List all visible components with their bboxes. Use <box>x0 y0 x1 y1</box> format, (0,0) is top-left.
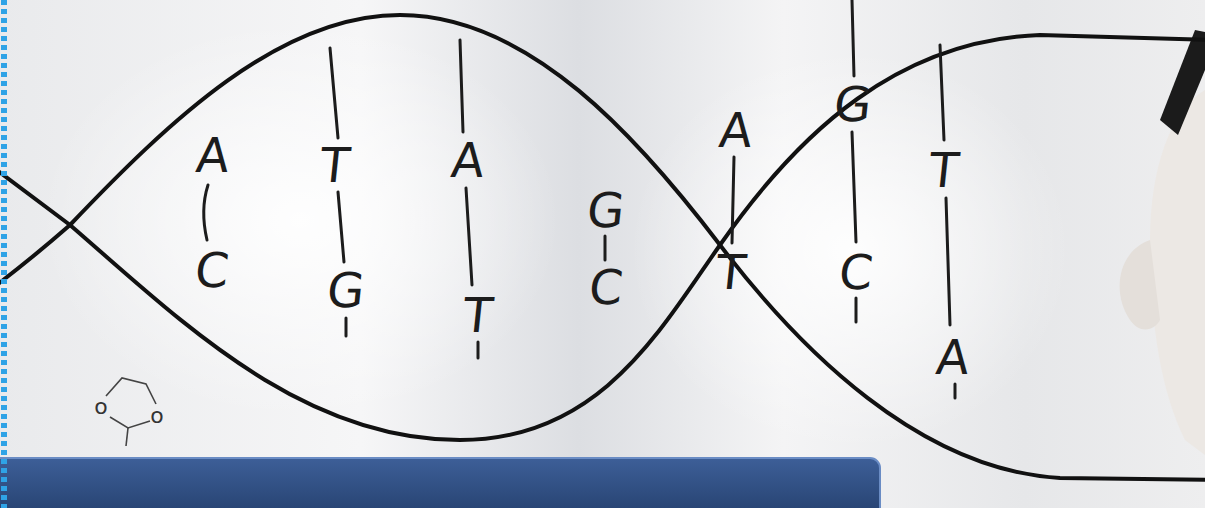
dna-strand <box>0 15 1205 480</box>
nucleotide-letter: A <box>934 333 972 381</box>
base-pair-bond <box>954 384 957 398</box>
gloved-hand <box>1150 90 1205 455</box>
ring-bond <box>106 378 156 404</box>
base-pair-bond <box>477 342 480 358</box>
nucleotide-letter: T <box>318 141 352 189</box>
dashed-border <box>1 0 7 508</box>
nucleotide-letter: G <box>832 80 874 128</box>
base-pair-bond <box>852 0 854 76</box>
nucleotide-letter: A <box>717 106 755 154</box>
nucleotide-letter: T <box>927 146 961 194</box>
finger <box>1120 240 1160 329</box>
background-glow <box>630 50 1070 450</box>
base-pair-bond <box>345 318 348 336</box>
bottom-banner <box>0 458 880 508</box>
base-pair-bond <box>732 157 734 243</box>
nucleotide-letter: C <box>587 263 626 311</box>
marker-pen <box>1160 30 1205 135</box>
nucleotide-letter: G <box>325 266 367 314</box>
base-pair-bond <box>330 48 338 138</box>
background-glow <box>40 20 560 420</box>
ring-atom-label: o <box>94 396 107 418</box>
base-pair-bond <box>940 45 944 140</box>
nucleotide-letter: T <box>461 291 495 339</box>
base-pair-bond <box>466 188 472 285</box>
nucleotide-letter: A <box>449 136 487 184</box>
nucleotide-letter: G <box>585 186 627 234</box>
nucleotide-letter: C <box>837 248 876 296</box>
ring-atom-label: o <box>150 405 163 427</box>
nucleotide-letter: C <box>193 246 232 294</box>
base-pair-bond <box>855 298 858 322</box>
base-pair-bond <box>604 236 607 260</box>
base-pair-bond <box>460 40 463 132</box>
base-pair-bond <box>338 192 344 262</box>
ring-bond <box>126 428 128 446</box>
base-pair-bond <box>204 185 208 240</box>
nucleotide-letter: T <box>714 248 748 296</box>
ring-bond <box>110 417 150 428</box>
base-pair-bond <box>946 198 950 325</box>
nucleotide-letter: A <box>194 131 232 179</box>
base-pair-bond <box>852 132 856 242</box>
dna-strand <box>0 35 1205 440</box>
